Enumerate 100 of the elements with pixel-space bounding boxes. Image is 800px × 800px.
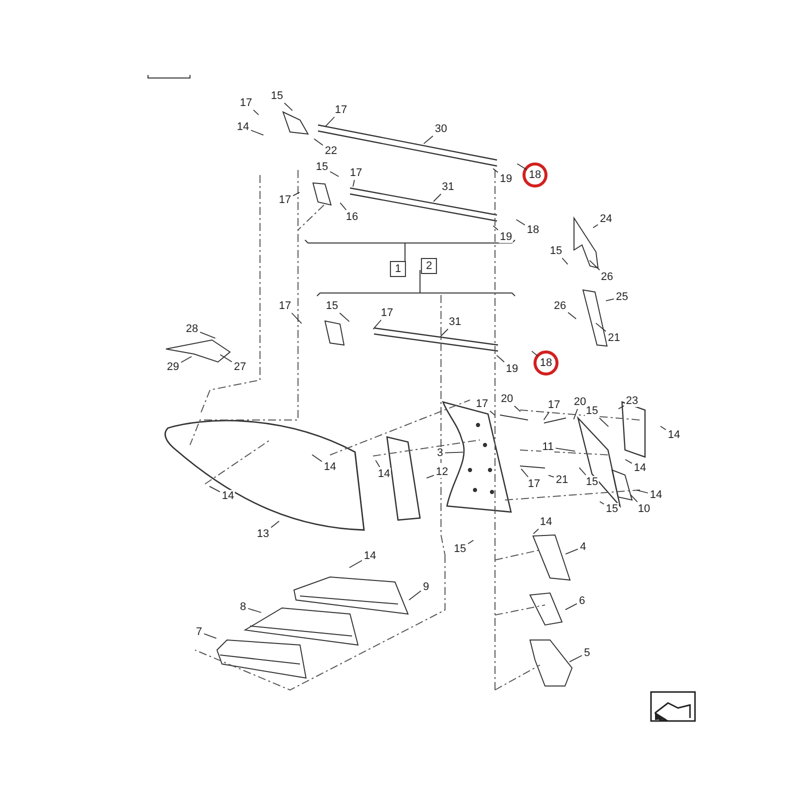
leader-line (292, 192, 300, 196)
callout-number: 22 (324, 145, 338, 157)
callout-number: 17 (380, 307, 394, 319)
callout-number: 11 (541, 441, 555, 453)
callout-number: 15 (584, 405, 600, 417)
leader-line (440, 328, 448, 337)
item-reference-box: 1 (390, 261, 406, 277)
callout-number: 18 (538, 357, 554, 369)
callout-number: 28 (184, 323, 200, 335)
leader-line (520, 468, 529, 478)
leader-line (375, 460, 380, 468)
leader-line (423, 136, 434, 144)
leader-line (565, 548, 578, 555)
leader-line (444, 452, 464, 454)
leader-line (568, 312, 577, 320)
callout-number: 20 (572, 396, 588, 408)
callout-number: 29 (166, 361, 180, 373)
callout-number: 15 (324, 300, 340, 312)
leader-line (468, 540, 474, 544)
leader-line (496, 354, 505, 362)
leader-line (516, 219, 526, 226)
callout-number: 14 (376, 468, 392, 480)
leader-line (490, 410, 496, 416)
leader-line (660, 426, 666, 430)
leader-line (220, 354, 232, 362)
leader-line (180, 356, 192, 363)
callout-number: 31 (440, 181, 456, 193)
leader-line (564, 603, 578, 610)
callout-number: 13 (256, 528, 270, 540)
leader-line (630, 494, 638, 502)
leader-line (514, 406, 521, 412)
callout-number: 18 (528, 169, 542, 181)
leader-line (492, 168, 498, 173)
leader-line (339, 312, 350, 322)
callout-number: 14 (220, 490, 236, 502)
callout-number: 5 (582, 647, 592, 659)
callout-number: 25 (614, 291, 630, 303)
leader-line (598, 418, 609, 428)
callout-number: 3 (436, 447, 444, 459)
callout-number: 15 (314, 161, 330, 173)
leader-line (408, 590, 422, 600)
item-reference-box: 2 (420, 258, 438, 274)
leader-line (555, 448, 576, 452)
callout-number: 15 (604, 503, 620, 515)
callout-number: 17 (526, 478, 542, 490)
callout-number: 30 (434, 123, 448, 135)
callout-number: 14 (236, 121, 250, 133)
leader-line (562, 258, 568, 265)
leader-line (291, 312, 302, 324)
callout-number: 8 (238, 601, 248, 613)
callout-number: 19 (498, 231, 514, 243)
leader-line (433, 194, 442, 202)
leader-line (543, 412, 550, 420)
leader-line (516, 163, 528, 170)
callout-number: 17 (334, 104, 348, 116)
callout-number: 21 (606, 332, 622, 344)
leader-line (270, 520, 280, 528)
leader-line (492, 225, 498, 230)
leader-line (578, 467, 586, 476)
callout-number: 10 (636, 503, 652, 515)
leader-line (636, 490, 648, 494)
callout-number: 14 (632, 462, 648, 474)
leader-line (324, 116, 335, 127)
leader-line (200, 332, 216, 339)
leader-line (595, 322, 606, 332)
callout-number: 23 (624, 395, 640, 407)
leader-line (312, 454, 322, 462)
leader-line (618, 405, 624, 410)
leader-line (624, 459, 632, 464)
callout-number: 14 (648, 489, 664, 501)
callout-number: 15 (584, 476, 600, 488)
leader-line (599, 501, 604, 505)
leader-line (532, 528, 539, 534)
leader-line (548, 474, 554, 478)
leader-line (330, 171, 340, 177)
callout-number: 19 (504, 363, 520, 375)
leader-line (605, 298, 614, 302)
callout-number: 20 (500, 393, 514, 405)
callout-number: 17 (278, 194, 292, 206)
leader-line (314, 138, 324, 146)
callout-number: 17 (238, 97, 254, 109)
callout-number: 15 (548, 245, 564, 257)
leader-line (250, 130, 264, 136)
callout-number: 14 (362, 550, 378, 562)
leader-line (352, 180, 355, 188)
callout-number: 6 (578, 595, 586, 607)
leader-line (253, 110, 260, 116)
callout-number: 21 (554, 474, 570, 486)
callout-number: 14 (538, 516, 554, 528)
leader-line (204, 633, 217, 639)
callout-number: 16 (344, 211, 360, 223)
callout-number: 9 (422, 581, 430, 593)
leader-line (573, 408, 578, 420)
leader-line (531, 350, 538, 357)
leader-line (569, 655, 582, 662)
leader-line (372, 320, 382, 330)
leader-line (208, 486, 220, 492)
callout-number: 26 (600, 271, 614, 283)
callout-number: 14 (666, 429, 682, 441)
callout-number: 12 (434, 466, 450, 478)
